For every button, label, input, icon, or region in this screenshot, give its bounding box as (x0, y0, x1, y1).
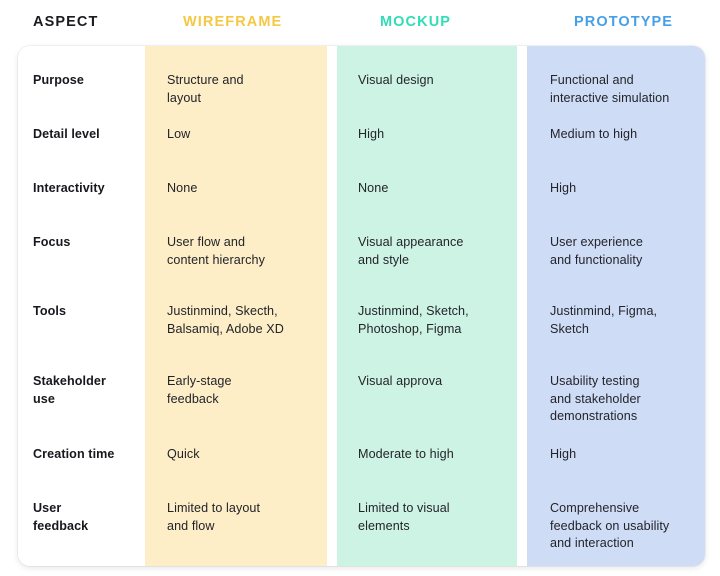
table-cell-line: Interactivity (33, 181, 105, 195)
table-cell-line: Justinmind, Sketch, (358, 304, 469, 318)
table-cell-line: Sketch (550, 321, 589, 336)
table-header-row: ASPECT WIREFRAME MOCKUP PROTOTYPE (0, 0, 720, 44)
table-cell-line: use (33, 391, 55, 406)
table-cell-mockup-3: Visual appearance and style (337, 234, 517, 269)
column-divider-2 (517, 46, 527, 566)
table-cell-aspect-7: User feedback (18, 500, 145, 535)
table-cell-mockup-2: None (337, 180, 517, 198)
table-cell-wireframe-6: Quick (145, 446, 327, 464)
table-cell-line: and functionality (550, 252, 643, 267)
table-cell-aspect-2: Interactivity (18, 180, 145, 198)
table-cell-line: User experience (550, 235, 643, 249)
table-cell-line: Purpose (33, 73, 84, 87)
column-header-mockup: MOCKUP (380, 14, 452, 30)
table-cell-wireframe-0: Structure and layout (145, 72, 327, 107)
column-divider-1 (327, 46, 337, 566)
table-cell-line: Stakeholder (33, 374, 106, 388)
table-cell-line: Comprehensive (550, 501, 640, 515)
table-cell-line: Detail level (33, 127, 100, 141)
table-cell-line: Low (167, 127, 191, 141)
table-cell-aspect-5: Stakeholder use (18, 373, 145, 408)
table-cell-mockup-7: Limited to visual elements (337, 500, 517, 535)
table-cell-line: High (550, 447, 577, 461)
table-cell-line: Visual design (358, 73, 434, 87)
table-cell-line: content hierarchy (167, 252, 265, 267)
table-cell-prototype-7: Comprehensive feedback on usability and in… (527, 500, 705, 553)
table-cell-line: Visual appearance (358, 235, 464, 249)
table-cell-line: Usability testing (550, 374, 640, 388)
table-cell-line: Balsamiq, Adobe XD (167, 321, 284, 336)
table-cell-prototype-0: Functional and interactive simulation (527, 72, 705, 107)
table-cell-wireframe-3: User flow and content hierarchy (145, 234, 327, 269)
table-cell-line: Tools (33, 304, 67, 318)
table-cell-wireframe-7: Limited to layout and flow (145, 500, 327, 535)
column-header-aspect: ASPECT (33, 14, 99, 30)
table-cell-wireframe-4: Justinmind, Skecth, Balsamiq, Adobe XD (145, 303, 327, 338)
table-cell-line: Visual approva (358, 374, 443, 388)
table-cell-prototype-5: Usability testing and stakeholder demonstr… (527, 373, 705, 426)
table-cell-aspect-0: Purpose (18, 72, 145, 90)
table-cell-line: Structure and (167, 73, 244, 87)
table-cell-prototype-4: Justinmind, Figma, Sketch (527, 303, 705, 338)
table-cell-line: High (358, 127, 385, 141)
column-header-prototype: PROTOTYPE (574, 14, 674, 30)
table-cell-aspect-3: Focus (18, 234, 145, 252)
table-cell-aspect-1: Detail level (18, 126, 145, 144)
table-cell-line: Focus (33, 235, 71, 249)
table-cell-prototype-2: High (527, 180, 705, 198)
table-cell-wireframe-1: Low (145, 126, 327, 144)
table-cell-line: and flow (167, 518, 215, 533)
table-cell-mockup-1: High (337, 126, 517, 144)
table-cell-line: Justinmind, Figma, (550, 304, 658, 318)
table-cell-mockup-0: Visual design (337, 72, 517, 90)
table-cell-line: High (550, 181, 577, 195)
table-cell-line: Medium to high (550, 127, 638, 141)
table-cell-line: and interaction (550, 536, 634, 550)
table-cell-line: None (358, 181, 389, 195)
table-cell-line: interactive simulation (550, 90, 670, 105)
table-cell-line: Limited to layout (167, 501, 261, 515)
table-cell-line: Moderate to high (358, 447, 454, 461)
table-cell-line: feedback on usability (550, 518, 670, 533)
table-cell-line: and style (358, 252, 410, 267)
table-cell-prototype-6: High (527, 446, 705, 464)
table-cell-aspect-6: Creation time (18, 446, 145, 464)
table-cell-prototype-3: User experience and functionality (527, 234, 705, 269)
column-header-wireframe: WIREFRAME (183, 14, 283, 30)
table-cell-line: Justinmind, Skecth, (167, 304, 278, 318)
table-cell-prototype-1: Medium to high (527, 126, 705, 144)
table-cell-mockup-6: Moderate to high (337, 446, 517, 464)
table-cell-line: Quick (167, 447, 200, 461)
table-cell-line: Limited to visual (358, 501, 450, 515)
table-cell-aspect-4: Tools (18, 303, 145, 321)
table-cell-line: feedback (167, 391, 219, 406)
table-cell-line: User flow and (167, 235, 246, 249)
table-cell-line: Photoshop, Figma (358, 321, 462, 336)
table-cell-mockup-4: Justinmind, Sketch, Photoshop, Figma (337, 303, 517, 338)
table-cell-line: Early-stage (167, 374, 232, 388)
table-cell-line: layout (167, 90, 202, 105)
table-cell-line: demonstrations (550, 409, 638, 423)
table-cell-line: and stakeholder (550, 391, 641, 406)
table-cell-wireframe-5: Early-stage feedback (145, 373, 327, 408)
table-cell-wireframe-2: None (145, 180, 327, 198)
table-cell-line: elements (358, 518, 410, 533)
table-cell-mockup-5: Visual approva (337, 373, 517, 391)
table-cell-line: None (167, 181, 198, 195)
table-cell-line: Creation time (33, 447, 115, 461)
table-cell-line: feedback (33, 518, 89, 533)
table-cell-line: User (33, 501, 62, 515)
table-cell-line: Functional and (550, 73, 634, 87)
